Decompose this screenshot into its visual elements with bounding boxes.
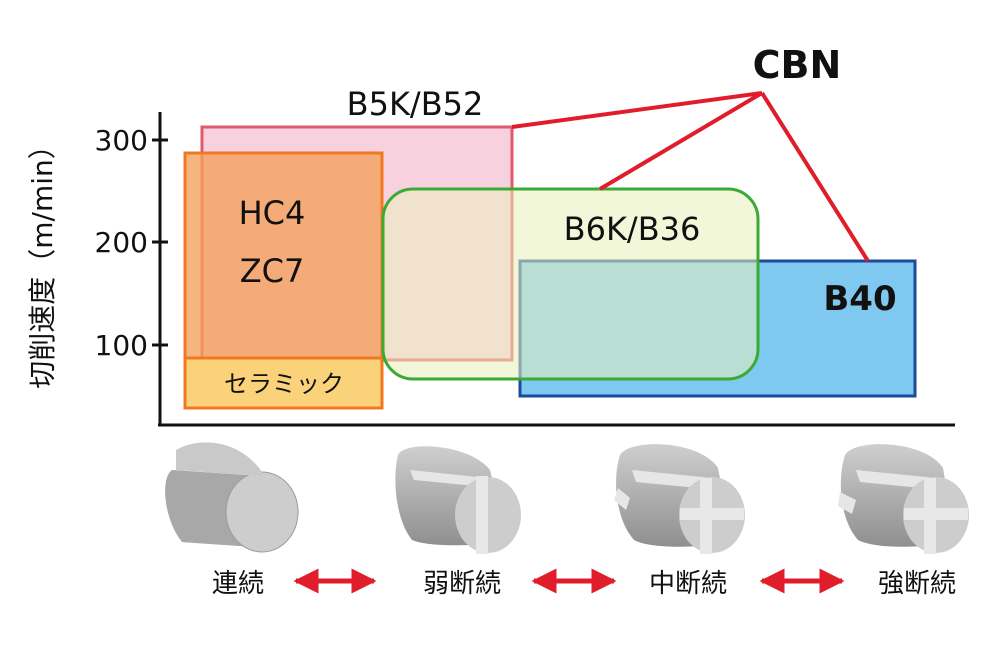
cbn-connector [598,91,764,191]
region-label-zc7: ZC7 [240,252,305,290]
region-label-b6k-b36: B6K/B36 [564,210,701,248]
region-b6k-b36 [381,187,760,381]
x-category-label: 中断続 [649,569,727,599]
x-category-label: 弱断続 [423,569,501,599]
group-label-cbn: CBN [753,43,842,87]
cbn-connector [511,91,763,129]
region-label-b5k-b52: B5K/B52 [347,85,484,123]
region-sublabel-ceramic: セラミック [224,370,344,398]
region-ceramic-sub [183,356,384,410]
region-hc4-zc7 [183,151,384,360]
x-category-label: 連続 [212,569,264,599]
region-label-hc4: HC4 [239,194,306,232]
workpiece-heavy-interrupted-icon [838,444,969,554]
workpiece-medium-interrupted-icon [614,444,745,554]
y-axis-label: 切削速度（m/min） [26,131,59,389]
workpiece-light-interrupted-icon [395,446,521,554]
cbn-connector [760,91,870,263]
x-category-label: 強断続 [878,569,956,599]
y-tick-label: 100 [95,329,148,362]
region-label-b40: B40 [823,279,896,319]
y-tick-label: 200 [95,226,148,259]
workpiece-continuous-icon [165,442,299,553]
y-tick-label: 300 [95,124,148,157]
